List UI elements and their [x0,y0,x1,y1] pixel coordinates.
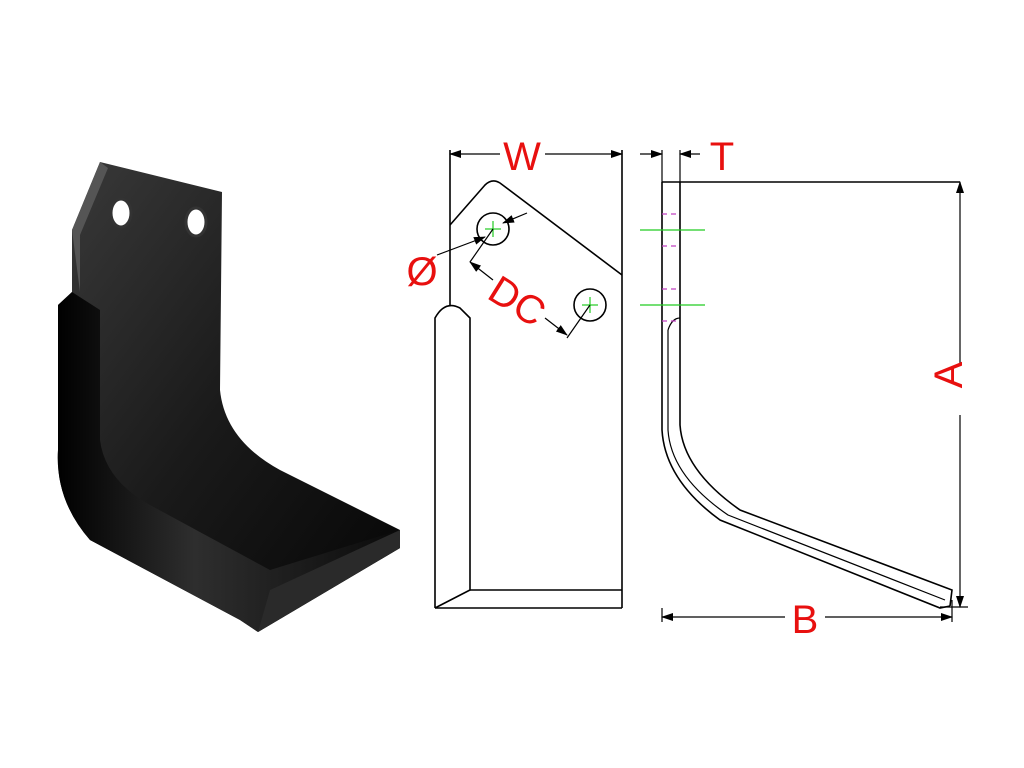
front-view: W Ø DC [406,135,623,609]
side-view: T A B [640,135,971,642]
blade-3d-render [57,162,401,632]
thickness-label: T [710,135,734,179]
mounting-hole [476,212,510,246]
width-label: W [503,135,541,179]
hole-icon [184,206,208,238]
hole-icon [109,197,133,229]
hole-distance-label: DC [481,268,553,336]
diameter-label: Ø [406,250,437,294]
length-label: B [792,598,819,642]
mounting-hole [573,288,607,322]
height-label: A [927,361,971,388]
